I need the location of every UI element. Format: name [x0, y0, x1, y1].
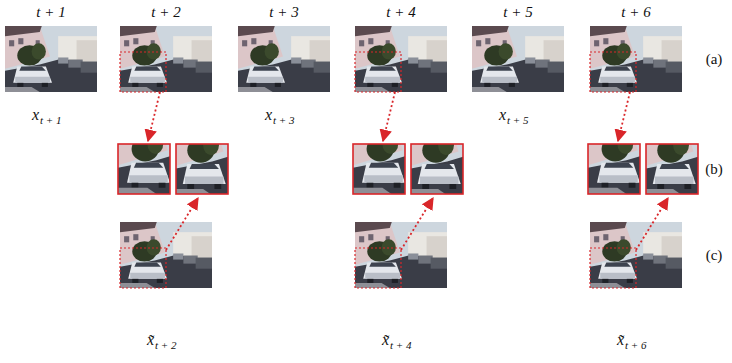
frame-subscript: t + 4	[390, 340, 411, 351]
row-label: (b)	[705, 162, 723, 177]
frame-variable: x	[499, 107, 506, 123]
row-label: (a)	[706, 52, 723, 67]
frame-variable: x̃	[382, 332, 389, 348]
time-step-label: t + 6	[621, 5, 650, 20]
time-step-label: t + 5	[503, 5, 532, 20]
frame-subscript: t + 2	[155, 340, 176, 351]
time-step-label: t + 3	[269, 5, 298, 20]
frame-variable: x	[265, 107, 272, 123]
frame-variable: x̃	[617, 332, 624, 348]
frame-subscript: t + 3	[273, 115, 294, 126]
frame-subscript: t + 1	[40, 115, 61, 126]
time-step-label: t + 4	[386, 5, 415, 20]
frame-subscript: t + 5	[507, 115, 528, 126]
time-step-label: t + 1	[36, 5, 65, 20]
time-step-label: t + 2	[151, 5, 180, 20]
frame-variable: x	[32, 107, 39, 123]
frame-subscript: t + 6	[625, 340, 646, 351]
frame-variable: x̃	[147, 332, 154, 348]
row-label: (c)	[706, 248, 723, 263]
